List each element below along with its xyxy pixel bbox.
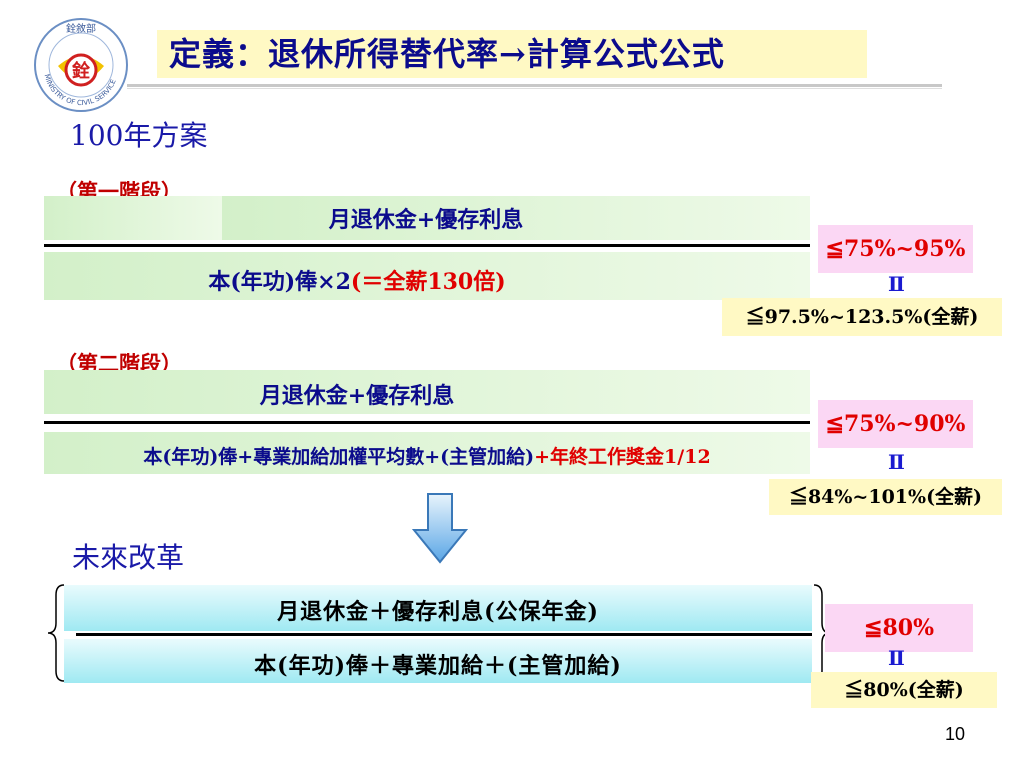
stage2-denominator-main: 本(年功)俸+專業加給加權平均數+(主管加給) — [143, 446, 535, 468]
arrow-down-icon — [411, 492, 469, 564]
slide-title: 定義：退休所得替代率→計算公式公式 — [157, 30, 867, 78]
future-fraction-line — [76, 633, 812, 636]
future-numerator-box: 月退休金＋優存利息(公保年金) — [64, 585, 812, 631]
stage2-denominator-box: 本(年功)俸+專業加給加權平均數+(主管加給)+年終工作獎金1/12 — [44, 432, 810, 474]
ministry-logo: 銓 銓敘部 MINISTRY OF CIVIL SERVICE — [32, 16, 130, 114]
stage1-numerator-box-left — [44, 196, 222, 240]
left-brace — [46, 583, 66, 683]
stage1-denominator-note: (＝全薪130倍) — [350, 269, 506, 295]
stage2-equals: Ⅱ — [888, 450, 905, 474]
plan-100-heading: 100年方案 — [70, 119, 208, 152]
header-divider-thin — [127, 88, 942, 89]
stage1-ratio: ≦75%~95% — [818, 225, 973, 273]
stage2-full-salary: ≦84%~101%(全薪) — [769, 479, 1002, 515]
stage2-fraction-line — [44, 421, 810, 424]
svg-text:銓敘部: 銓敘部 — [66, 22, 96, 35]
stage1-numerator: 月退休金+優存利息 — [328, 207, 524, 233]
stage2-denominator: 本(年功)俸+專業加給加權平均數+(主管加給)+年終工作獎金1/12 — [44, 442, 810, 469]
stage2-numerator-box: 月退休金+優存利息 — [44, 370, 810, 414]
stage1-equals: Ⅱ — [888, 272, 905, 296]
future-denominator: 本(年功)俸＋專業加給＋(主管加給) — [254, 653, 622, 679]
stage2-numerator: 月退休金+優存利息 — [259, 383, 455, 409]
future-numerator: 月退休金＋優存利息(公保年金) — [277, 599, 599, 625]
stage1-denominator-box: 本(年功)俸×2(＝全薪130倍) — [44, 252, 810, 300]
future-reform-heading: 未來改革 — [72, 541, 185, 574]
page-number: 10 — [945, 724, 966, 744]
future-denominator-box: 本(年功)俸＋專業加給＋(主管加給) — [64, 639, 812, 683]
future-equals: Ⅱ — [888, 646, 905, 670]
stage1-numerator-box: 月退休金+優存利息 — [222, 196, 810, 240]
stage1-fraction-line — [44, 244, 810, 247]
header-divider — [127, 84, 942, 87]
stage2-denominator-note: +年終工作獎金1/12 — [534, 446, 711, 468]
future-full-salary: ≦80%(全薪) — [811, 672, 997, 708]
stage1-denominator-main: 本(年功)俸×2 — [208, 269, 351, 295]
future-ratio: ≦80% — [825, 604, 973, 652]
stage1-denominator: 本(年功)俸×2(＝全薪130倍) — [0, 264, 810, 296]
stage2-ratio: ≦75%~90% — [818, 400, 973, 448]
svg-text:銓: 銓 — [72, 60, 90, 82]
stage1-full-salary: ≦97.5%~123.5%(全薪) — [722, 298, 1002, 336]
